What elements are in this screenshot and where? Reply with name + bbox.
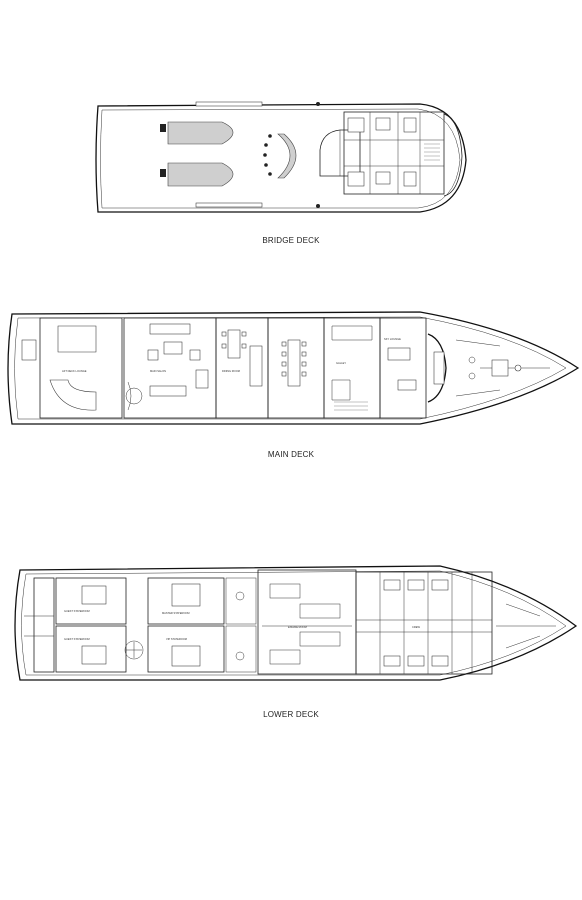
room-label-galley: GALLEY xyxy=(336,361,346,365)
bridge-curved-bar xyxy=(277,133,297,179)
room-label-guest-1: GUEST STATEROOM xyxy=(64,609,90,613)
room-label-vip: VIP STATEROOM xyxy=(166,637,187,641)
main-deck-label: MAIN DECK xyxy=(267,450,315,459)
lower-deck-label: LOWER DECK xyxy=(263,710,319,719)
room-label-aft-lounge: AFT DECK LOUNGE xyxy=(62,369,87,373)
room-label-guest-2: GUEST STATEROOM xyxy=(64,637,90,641)
room-label-salon: MAIN SALON xyxy=(150,369,166,373)
bridge-deck-label: BRIDGE DECK xyxy=(262,236,320,245)
room-label-sky-lounge: SKY LOUNGE xyxy=(384,337,401,341)
bridge-deck-plan xyxy=(95,101,467,213)
main-deck-plan: AFT DECK LOUNGE MAIN SALON DINING ROOM G… xyxy=(7,311,580,425)
lower-deck-plan: GUEST STATEROOM GUEST STATEROOM MASTER S… xyxy=(14,565,578,681)
room-label-crew: CREW xyxy=(412,625,420,629)
sun-pad-upper xyxy=(167,121,234,145)
room-label-dining: DINING ROOM xyxy=(222,369,240,373)
lower-deck-hull-outline xyxy=(14,565,578,681)
sun-pad-lower xyxy=(167,162,234,187)
room-label-master: MASTER STATEROOM xyxy=(162,611,190,615)
main-deck-hull-outline xyxy=(7,311,580,425)
room-label-engine: ENGINE ROOM xyxy=(288,625,307,629)
